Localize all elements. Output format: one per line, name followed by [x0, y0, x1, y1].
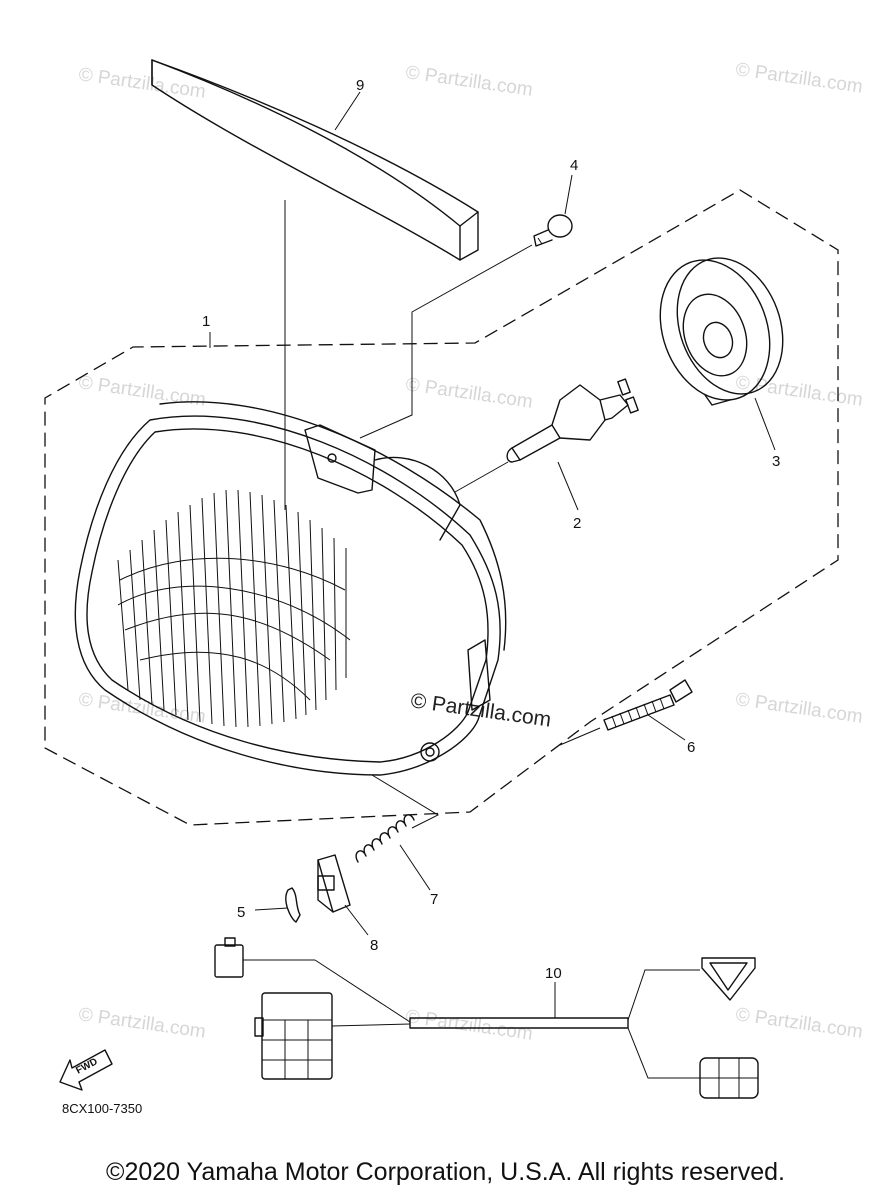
callout-9: 9 — [356, 77, 364, 94]
callout-6: 6 — [687, 739, 695, 756]
part-4-screw — [533, 214, 573, 247]
watermark: © Partzilla.com — [734, 689, 864, 728]
lens-lines — [117, 489, 351, 728]
part-1-headlight — [74, 401, 507, 776]
callout-5: 5 — [237, 904, 245, 921]
callout-10: 10 — [545, 965, 562, 982]
leader-6-route — [559, 727, 601, 746]
part-7-spring — [355, 814, 415, 863]
part-8-nut — [317, 854, 351, 913]
diagram-code: 8CX100-7350 — [62, 1101, 142, 1116]
part-9-pad — [151, 59, 479, 261]
leader-2-route — [454, 461, 509, 493]
watermark: © Partzilla.com — [404, 374, 534, 413]
leader-8 — [344, 904, 369, 936]
part-5-clip — [285, 887, 301, 923]
callout-8: 8 — [370, 937, 378, 954]
leader-9-label — [334, 91, 361, 131]
assembly-outline — [44, 189, 839, 826]
leader-4 — [564, 174, 573, 215]
copyright-notice: ©2020 Yamaha Motor Corporation, U.S.A. A… — [106, 1158, 785, 1186]
callout-1: 1 — [202, 313, 210, 330]
part-2-bulb — [506, 378, 639, 463]
fwd-arrow-icon: FWD — [59, 1049, 113, 1091]
leader-3 — [754, 397, 776, 451]
leader-6 — [647, 714, 686, 741]
leader-4-route — [359, 244, 533, 439]
callout-7: 7 — [430, 891, 438, 908]
part-6-screw — [603, 679, 693, 731]
watermark: © Partzilla.com — [404, 1006, 534, 1045]
watermark: © Partzilla.com — [404, 62, 534, 101]
callout-4: 4 — [570, 157, 578, 174]
watermark: © Partzilla.com — [77, 64, 207, 103]
leader-5 — [254, 907, 289, 911]
watermark: © Partzilla.com — [734, 1004, 864, 1043]
part-3-cover — [659, 257, 784, 406]
watermark: © Partzilla.com — [77, 372, 207, 411]
watermark: © Partzilla.com — [734, 59, 864, 98]
leader-7-route — [371, 774, 440, 829]
leader-7 — [399, 844, 431, 891]
watermark: © Partzilla.com — [77, 1004, 207, 1043]
callout-2: 2 — [573, 515, 581, 532]
part-10-harness — [214, 937, 759, 1099]
callout-3: 3 — [772, 453, 780, 470]
leader-2 — [557, 461, 579, 511]
